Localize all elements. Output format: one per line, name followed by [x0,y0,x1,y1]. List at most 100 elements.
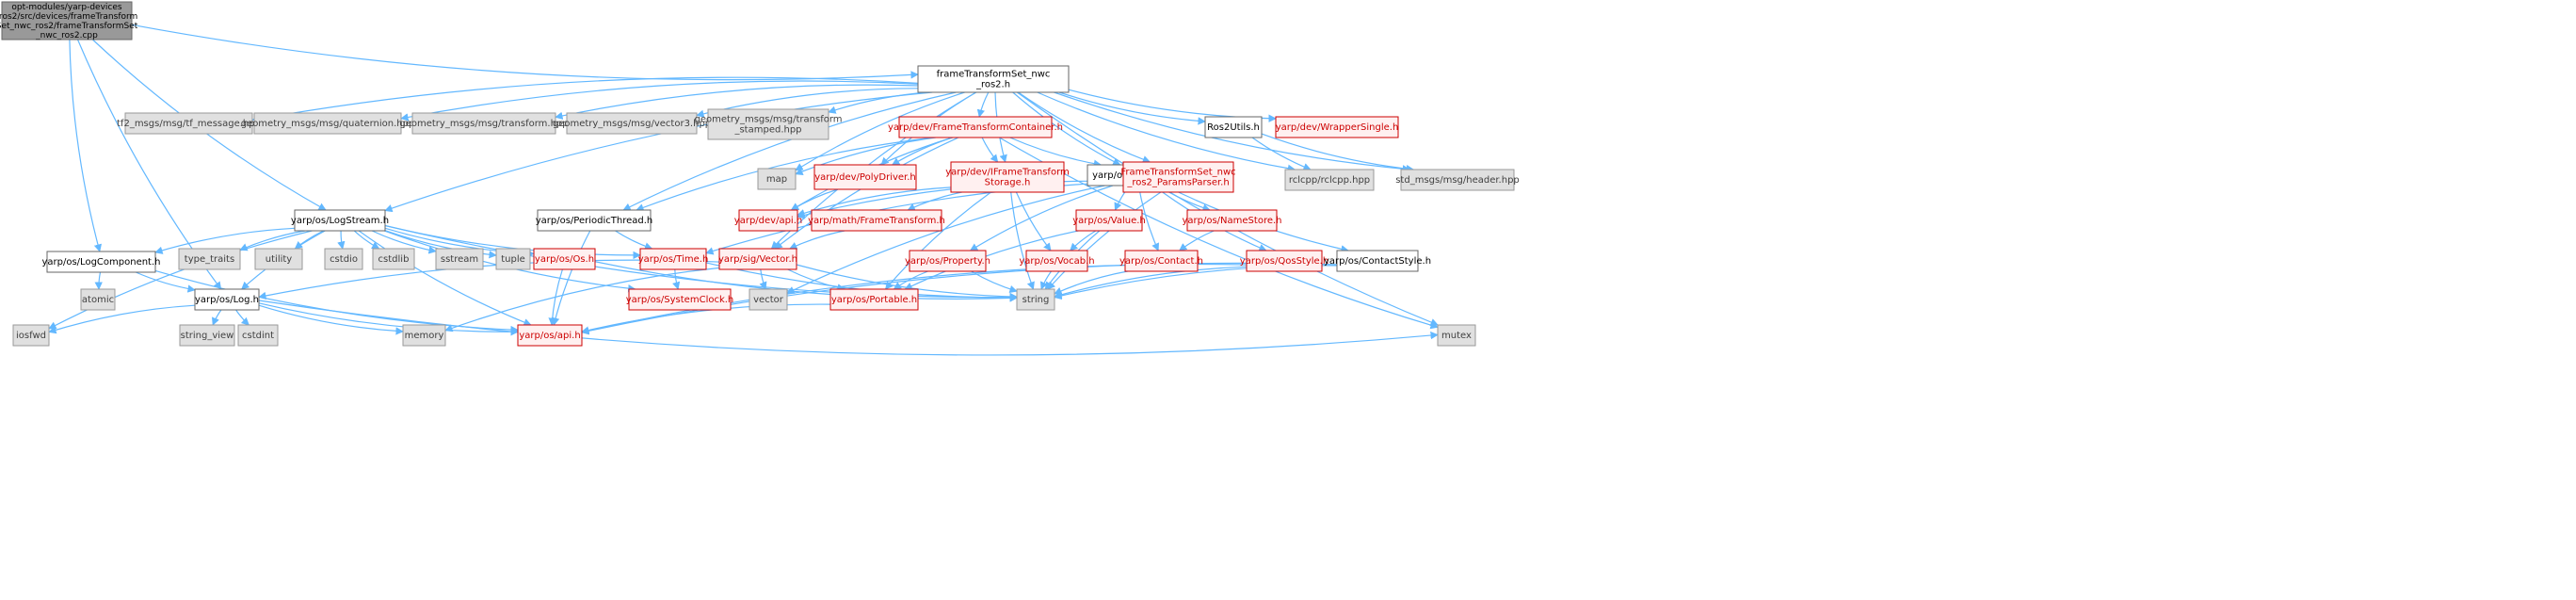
node-logh[interactable]: yarp/os/Log.h [194,288,260,311]
edges-layer [48,24,1439,356]
node-cstdint: cstdint [237,324,279,347]
node-time[interactable]: yarp/os/Time.h [638,248,709,270]
edge-fts_h-to-header [1054,91,1411,173]
node-mutex: mutex [1437,324,1476,347]
edge-periodic-to-time [615,230,653,251]
node-qosstyle[interactable]: yarp/os/QosStyle.h [1240,250,1328,272]
node-wrapper[interactable]: yarp/dev/WrapperSingle.h [1275,116,1399,138]
edge-logstream-to-tuple [384,230,497,259]
edge-network-to-property [969,185,1114,251]
node-box-qosstyle [1246,250,1323,272]
node-box-property [909,250,987,272]
node-logcomp[interactable]: yarp/os/LogComponent.h [41,251,161,273]
node-logstream[interactable]: yarp/os/LogStream.h [291,209,389,232]
node-atomic: atomic [80,288,116,311]
node-map: map [757,168,797,190]
node-box-ros2utils [1204,116,1263,138]
node-contact[interactable]: yarp/os/Contact.h [1119,250,1203,272]
edge-logstream-to-cstdio [337,230,346,250]
edge-logcomp-to-atomic [94,271,103,290]
node-rclcpp: rclcpp/rclcpp.hpp [1284,169,1375,191]
node-box-utility [254,248,303,270]
node-label-periodic: yarp/os/PeriodicThread.h [536,216,653,226]
edge-fts_h-to-logstream [384,91,933,213]
node-box-sigvector [718,248,797,270]
node-tf2: tf2_msgs/msg/tf_message.hpp [117,112,261,135]
node-label-logh: yarp/os/Log.h [195,295,259,305]
node-label-cstdint: cstdint [242,331,274,341]
edge-contactstyle-to-osapi [581,262,1338,335]
node-osapi[interactable]: yarp/os/api.h [517,324,583,347]
edge-logh-to-iosfwd [48,304,196,334]
node-value[interactable]: yarp/os/Value.h [1072,209,1146,232]
node-label-typetraits: type_traits [185,254,234,265]
edge-portable-to-osapi [581,303,831,334]
node-label-root: Set_nwc_ros2/frameTransformSet [0,22,138,31]
node-paramsparser[interactable]: FrameTransformSet_nwc_ros2_ParamsParser.… [1120,161,1236,193]
node-label-tuple: tuple [501,254,525,265]
edge-value-to-portable [904,230,1079,290]
node-box-cstdlib [372,248,415,270]
node-label-contactstyle: yarp/os/ContactStyle.h [1324,256,1431,267]
node-contactstyle[interactable]: yarp/os/ContactStyle.h [1324,250,1431,272]
node-box-root [1,1,133,41]
node-box-iosfwd [12,324,50,347]
node-label-portable: yarp/os/Portable.h [831,295,917,305]
node-box-sysclock [628,288,732,311]
node-box-osh [533,248,596,270]
edge-sigvector-to-memory [444,267,720,332]
node-label-wrapper: yarp/dev/WrapperSingle.h [1276,122,1399,133]
edge-sigvector-to-vector [759,268,767,290]
node-label-logstream: yarp/os/LogStream.h [291,216,389,226]
node-box-sstream [435,248,484,270]
node-polydriver[interactable]: yarp/dev/PolyDriver.h [813,164,917,190]
node-label-stringview: string_view [181,331,234,341]
node-namestore[interactable]: yarp/os/NameStore.h [1182,209,1282,232]
node-sstream: sstream [435,248,484,270]
edge-root-to-logcomp [69,39,103,252]
node-box-tuple [495,248,531,270]
node-osh[interactable]: yarp/os/Os.h [533,248,596,270]
node-vocab[interactable]: yarp/os/Vocab.h [1019,250,1095,272]
edge-vocab-to-string [1039,270,1052,290]
node-ros2utils[interactable]: Ros2Utils.h [1204,116,1263,138]
node-label-atomic: atomic [82,295,114,305]
node-ftc[interactable]: yarp/dev/FrameTransformContainer.h [888,116,1063,138]
node-portable[interactable]: yarp/os/Portable.h [829,288,919,311]
node-label-root: _nwc_ros2.cpp [35,31,98,41]
node-label-tstamped: geometry_msgs/msg/transform [694,115,842,125]
node-box-cstdio [324,248,363,270]
node-box-vocab [1025,250,1088,272]
node-devapi[interactable]: yarp/dev/api.h [734,209,802,232]
node-vector3: geometry_msgs/msg/vector3.hpp [553,112,711,135]
node-box-polydriver [813,164,917,190]
node-box-osapi [517,324,583,347]
edge-root-to-fts_h [131,24,919,81]
node-label-sysclock: yarp/os/SystemClock.h [626,295,734,305]
node-label-namestore: yarp/os/NameStore.h [1182,216,1281,226]
node-box-tstamped [707,108,829,140]
node-box-logh [194,288,260,311]
node-memory: memory [402,324,446,347]
node-mathft[interactable]: yarp/math/FrameTransform.h [808,209,945,232]
node-property[interactable]: yarp/os/Property.h [905,250,990,272]
node-header: std_msgs/msg/header.hpp [1395,169,1520,191]
node-box-ftc [898,116,1053,138]
edge-logh-to-osapi [258,302,519,336]
node-label-contact: yarp/os/Contact.h [1119,256,1203,267]
edge-logh-to-memory [258,304,404,335]
node-label-rclcpp: rclcpp/rclcpp.hpp [1289,175,1370,186]
node-sigvector[interactable]: yarp/sig/Vector.h [718,248,797,270]
node-tuple: tuple [495,248,531,270]
node-periodic[interactable]: yarp/os/PeriodicThread.h [536,209,653,232]
node-root[interactable]: opt-modules/yarp-devices-ros2/src/device… [0,1,138,41]
nodes-layer: opt-modules/yarp-devices-ros2/src/device… [0,1,1520,347]
node-fts_h[interactable]: frameTransformSet_nwc_ros2.h [917,65,1070,93]
node-box-time [639,248,707,270]
node-label-cstdio: cstdio [330,254,358,265]
node-sysclock[interactable]: yarp/os/SystemClock.h [626,288,734,311]
edge-fts_h-to-quat [400,80,919,122]
node-box-tf2 [124,112,253,135]
node-quat: geometry_msgs/msg/quaternion.hpp [241,112,414,135]
